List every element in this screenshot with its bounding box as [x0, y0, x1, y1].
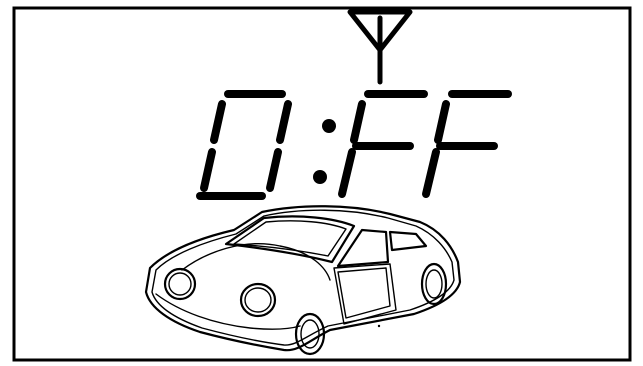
display-frame	[14, 8, 630, 360]
